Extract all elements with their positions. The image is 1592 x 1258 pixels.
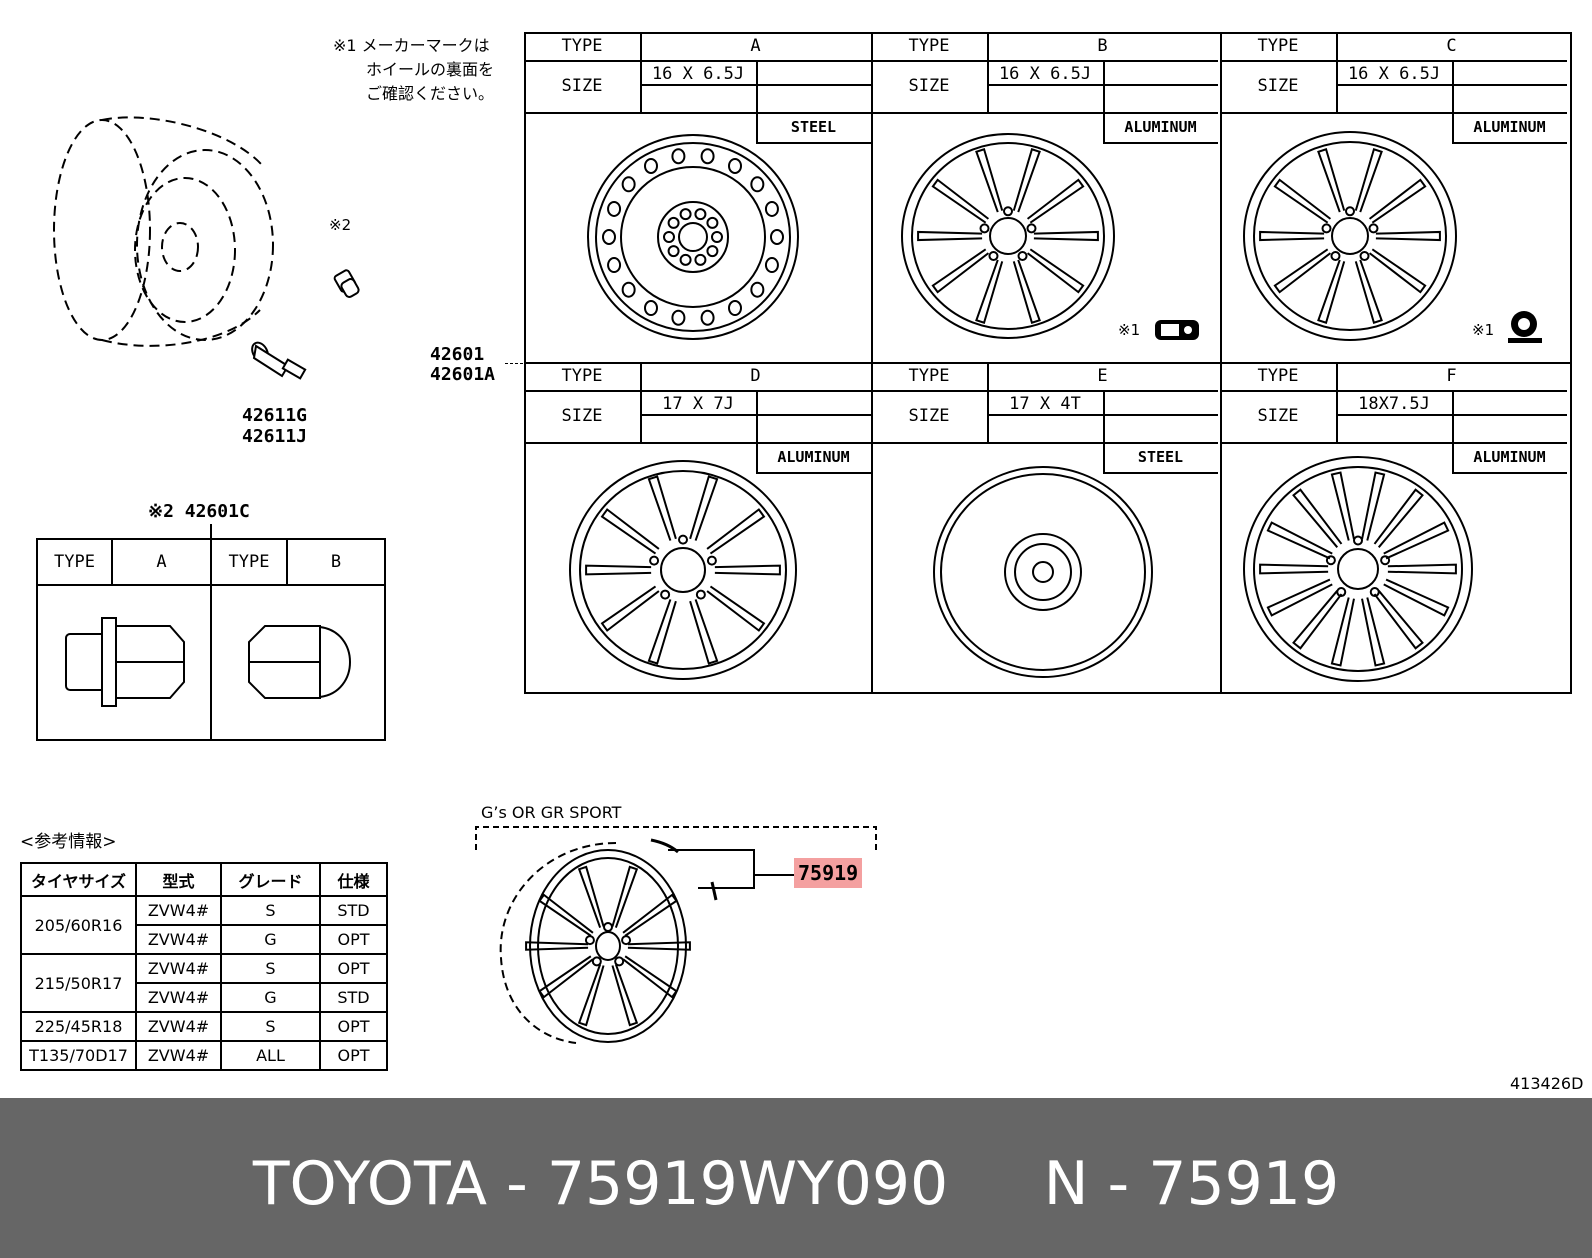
- wheel-material: ALUMINUM: [777, 448, 850, 466]
- ref-cell: ZVW4#: [135, 1040, 222, 1071]
- wheel-size-value: 16 X 6.5J: [651, 64, 745, 84]
- nut-type-label-a: TYPE: [54, 552, 95, 572]
- ref-cell: ZVW4#: [135, 1011, 222, 1042]
- wheel-type-value: F: [1446, 366, 1457, 386]
- nut-type-label-b: TYPE: [228, 552, 270, 572]
- ref-tire-2: 215/50R17: [20, 953, 137, 1013]
- wheel-material: ALUMINUM: [1124, 118, 1197, 136]
- footer-title: TOYOTA - 75919WY090 N - 75919: [252, 1149, 1340, 1219]
- wheel-size-label: SIZE: [561, 406, 603, 426]
- wheel-part-1[interactable]: 42601: [430, 344, 485, 365]
- wheel-type-value: B: [1097, 36, 1108, 56]
- ref-tire-4: T135/70D17: [20, 1040, 137, 1071]
- wheel-d-drawing: [569, 460, 797, 680]
- wheel-size-value: 16 X 6.5J: [998, 64, 1092, 84]
- ornament-part-number[interactable]: 75919: [794, 858, 863, 888]
- maker-mark-c-icon: [1508, 311, 1542, 343]
- nut-type-b: B: [330, 552, 342, 572]
- ornament-leader: [754, 874, 794, 876]
- wheel-e-drawing: [933, 466, 1153, 678]
- wheel-size-label: SIZE: [561, 76, 603, 96]
- sport-bracket: [475, 826, 877, 850]
- rim-mark-note-c: ※1: [1472, 321, 1495, 339]
- wheel-size-value: 17 X 7J: [662, 394, 734, 414]
- ref-header-model: 型式: [135, 862, 222, 897]
- valve-part-1[interactable]: 42611G: [242, 405, 308, 426]
- ref-tire-3: 225/45R18: [20, 1011, 137, 1042]
- wheel-c-drawing: [1243, 131, 1457, 341]
- wheel-b-drawing: [901, 133, 1115, 339]
- wheel-material: STEEL: [1137, 448, 1184, 466]
- ref-cell: ZVW4#: [135, 924, 222, 955]
- footer-bar: [0, 1098, 1592, 1258]
- maker-mark-b-icon: [1155, 320, 1199, 340]
- wheel-type-value: E: [1097, 366, 1108, 386]
- sport-wheel-drawing: [499, 838, 755, 1044]
- ref-cell: S: [220, 1011, 321, 1042]
- wheel-type-label: TYPE: [1257, 366, 1299, 386]
- tire-drawing: [53, 116, 274, 347]
- wheel-size-value: 16 X 6.5J: [1347, 64, 1441, 84]
- ref-cell: G: [220, 982, 321, 1013]
- note1-line2: ホイールの裏面を: [366, 60, 495, 79]
- ref-cell: G: [220, 924, 321, 955]
- wheel-type-label: TYPE: [561, 36, 603, 56]
- wheel-type-label: TYPE: [1257, 36, 1299, 56]
- wheel-size-label: SIZE: [1257, 406, 1299, 426]
- wheel-type-value: A: [750, 36, 761, 56]
- wheel-size-value: 18X7.5J: [1358, 394, 1430, 414]
- note1-line1: ※1 メーカーマークは: [333, 36, 490, 55]
- ref-cell: ZVW4#: [135, 953, 222, 984]
- wheel-a-drawing: [587, 134, 799, 340]
- wheel-part-2[interactable]: 42601A: [430, 364, 496, 385]
- valve-stem-icon: [251, 341, 307, 380]
- ref-cell: OPT: [319, 924, 388, 955]
- valve-part-2[interactable]: 42611J: [242, 426, 308, 447]
- ref-cell: STD: [319, 895, 388, 926]
- nut-b-drawing: [248, 625, 351, 699]
- wheel-material: ALUMINUM: [1473, 448, 1546, 466]
- wheel-size-label: SIZE: [908, 406, 950, 426]
- nut-part-number[interactable]: ※2 42601C: [148, 501, 250, 522]
- ref-header-grade: グレード: [220, 862, 321, 897]
- nut-a-drawing: [65, 617, 185, 707]
- wheel-type-label: TYPE: [908, 366, 950, 386]
- wheel-size-label: SIZE: [908, 76, 950, 96]
- ref-cell: S: [220, 895, 321, 926]
- nut-type-a: A: [156, 552, 167, 572]
- wheel-size-label: SIZE: [1257, 76, 1299, 96]
- ref-tire-1: 205/60R16: [20, 895, 137, 955]
- ref-header-tire: タイヤサイズ: [20, 862, 137, 897]
- wheel-material: ALUMINUM: [1473, 118, 1546, 136]
- wheel-type-label: TYPE: [561, 366, 603, 386]
- wheel-type-label: TYPE: [908, 36, 950, 56]
- wheel-type-value: D: [750, 366, 761, 386]
- wheel-material: STEEL: [790, 118, 837, 136]
- ref-cell: STD: [319, 982, 388, 1013]
- ref-cell: ALL: [220, 1040, 321, 1071]
- rim-mark-note-b: ※1: [1118, 321, 1141, 339]
- ref-cell: S: [220, 953, 321, 984]
- reference-table: タイヤサイズ 型式 グレード 仕様 205/60R16 ZVW4# S STD …: [20, 862, 388, 1071]
- drawing-id: 413426D: [1510, 1074, 1584, 1093]
- note2-marker: ※2: [329, 216, 352, 234]
- ref-cell: ZVW4#: [135, 895, 222, 926]
- sport-label: G’s OR GR SPORT: [481, 803, 622, 822]
- note1-line3: ご確認ください。: [366, 84, 495, 103]
- ref-cell: OPT: [319, 1040, 388, 1071]
- ref-cell: OPT: [319, 1011, 388, 1042]
- ref-cell: ZVW4#: [135, 982, 222, 1013]
- wheel-size-value: 17 X 4T: [1009, 394, 1081, 414]
- leader-line-wheel: [505, 363, 523, 364]
- ornament-part-label[interactable]: 75919: [794, 858, 863, 888]
- ref-cell: OPT: [319, 953, 388, 984]
- wheel-type-value: C: [1446, 36, 1457, 56]
- ref-header-spec: 仕様: [319, 862, 388, 897]
- wheel-f-drawing: [1243, 456, 1473, 682]
- valve-cap-icon: [333, 269, 360, 298]
- reference-title: <参考情報>: [20, 832, 117, 852]
